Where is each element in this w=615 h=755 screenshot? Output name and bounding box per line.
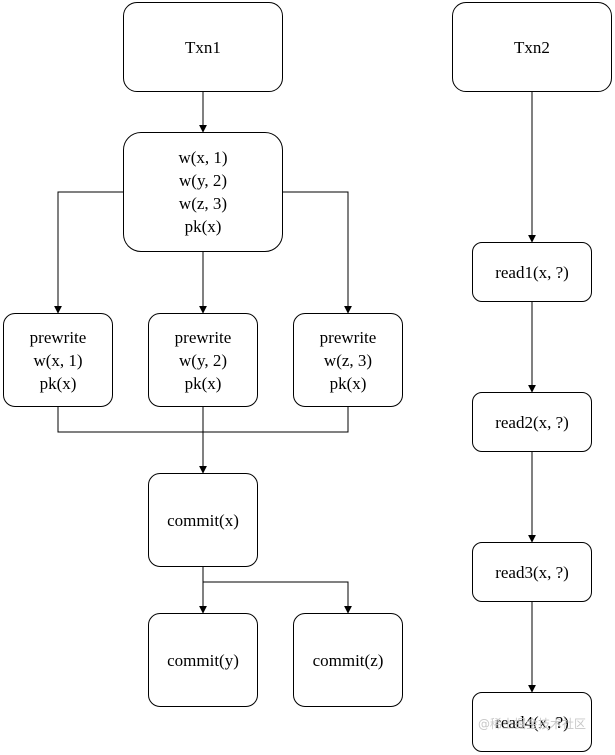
prewrite-x-line-1: prewrite [29, 327, 87, 347]
node-prewrite-y: prewrite w(y, 2) pk(x) [148, 313, 258, 407]
node-prewrite-x: prewrite w(x, 1) pk(x) [3, 313, 113, 407]
node-read3: read3(x, ?) [472, 542, 592, 602]
commit-z-label: commit(z) [312, 650, 384, 670]
prewrite-y-line-1: prewrite [174, 327, 232, 347]
read2-label: read2(x, ?) [495, 412, 569, 432]
node-writes: w(x, 1) w(y, 2) w(z, 3) pk(x) [123, 132, 283, 252]
prewrite-y-line-3: pk(x) [184, 373, 222, 393]
writes-line-3: w(z, 3) [178, 194, 228, 213]
edge-writes-to-prewrite-x [54, 191, 123, 314]
edge-writes-to-prewrite-z [283, 191, 352, 314]
writes-line-4: pk(x) [184, 217, 222, 236]
read4-label: read4(x, ?) [495, 712, 569, 732]
commit-x-label: commit(x) [167, 510, 239, 530]
prewrite-z-line-1: prewrite [319, 327, 377, 347]
read3-label: read3(x, ?) [495, 562, 569, 582]
prewrite-x-line-2: w(x, 1) [33, 350, 83, 370]
node-read2: read2(x, ?) [472, 392, 592, 452]
writes-line-1: w(x, 1) [178, 148, 228, 167]
writes-line-2: w(y, 2) [179, 171, 227, 190]
node-txn2: Txn2 [452, 2, 612, 92]
prewrite-x-line-3: pk(x) [39, 373, 77, 393]
edge-commit-x-to-commit-z [203, 581, 352, 614]
node-commit-z: commit(z) [293, 613, 403, 707]
prewrite-y-line-2: w(y, 2) [179, 350, 227, 370]
node-commit-y: commit(y) [148, 613, 258, 707]
watermark: @稀土掘金技术社区 [478, 717, 587, 731]
node-txn2-label: Txn2 [514, 37, 550, 57]
prewrite-z-line-3: pk(x) [329, 373, 367, 393]
node-txn1-label: Txn1 [185, 37, 221, 57]
edge-prewrite-x-to-commit-x [57, 407, 203, 433]
node-txn1: Txn1 [123, 2, 283, 92]
node-commit-x: commit(x) [148, 473, 258, 567]
node-read4: read4(x, ?) [472, 692, 592, 752]
node-prewrite-z: prewrite w(z, 3) pk(x) [293, 313, 403, 407]
read1-label: read1(x, ?) [495, 262, 569, 282]
edge-prewrite-z-to-commit-x [203, 407, 349, 433]
prewrite-z-line-2: w(z, 3) [323, 350, 373, 370]
node-read1: read1(x, ?) [472, 242, 592, 302]
commit-y-label: commit(y) [167, 650, 239, 670]
